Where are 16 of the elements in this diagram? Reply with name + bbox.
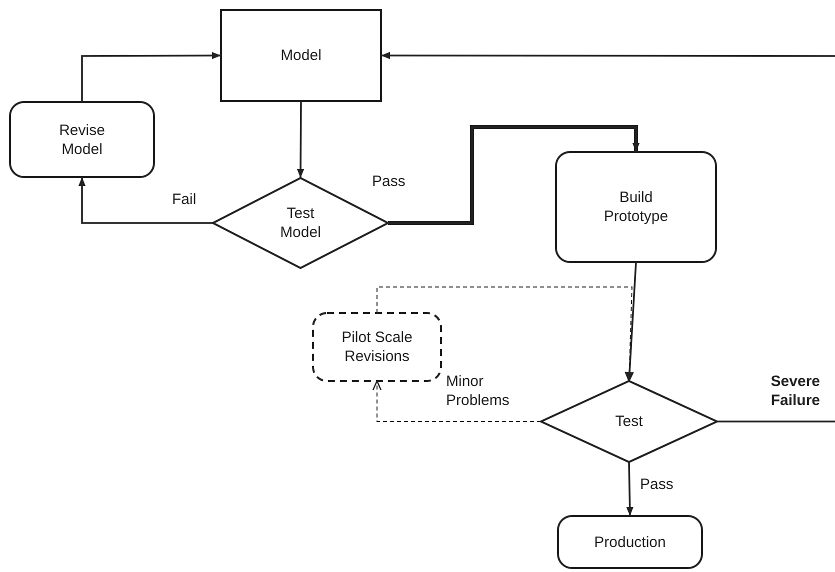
node-label: Revise Model [58, 120, 106, 158]
node-label: Production [594, 532, 666, 552]
connector-line [717, 420, 835, 422]
arrow [296, 101, 304, 178]
node-label: Test [615, 412, 643, 431]
dashed-arrow [372, 380, 542, 422]
arrow [626, 462, 634, 516]
arrow [381, 52, 835, 60]
arrow [78, 177, 213, 224]
arrow [388, 125, 640, 225]
arrow [81, 52, 221, 102]
node-label: Build Prototype [602, 188, 670, 226]
node-label: Model [280, 46, 322, 65]
node-label: Pilot Scale Revisions [340, 328, 414, 366]
node-label: Test Model [279, 204, 322, 242]
dashed-arrow [376, 286, 634, 382]
